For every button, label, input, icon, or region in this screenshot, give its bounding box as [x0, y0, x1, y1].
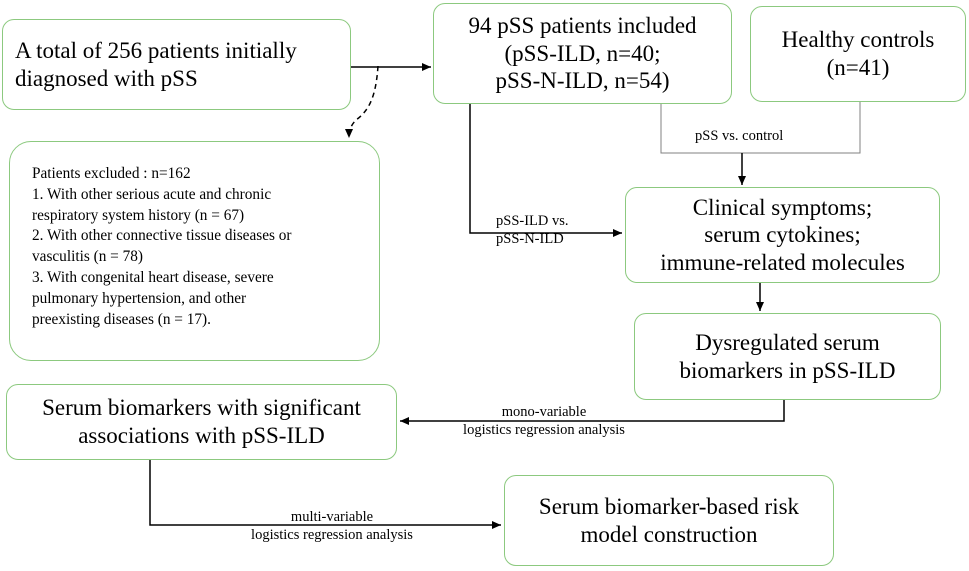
arrow-serum-to-risk	[149, 460, 501, 529]
box-risk-model: Serum biomarker-based risk model constru…	[504, 475, 834, 566]
box-text-line: preexisting diseases (n = 17).	[32, 310, 211, 328]
box-dysregulated-biomarkers: Dysregulated serum biomarkers in pSS-ILD	[634, 313, 941, 400]
label-mono-variable: mono-variable logistics regression analy…	[424, 403, 664, 439]
arrow-initial-to-excluded	[345, 65, 379, 139]
label-text: pSS-N-ILD	[496, 231, 564, 248]
label-text: pSS-ILD vs.	[496, 213, 569, 229]
box-text-line: pSS-N-ILD, n=54)	[495, 68, 670, 94]
bracket-pss-vs-control	[660, 102, 861, 154]
label-text: logistics regression analysis	[463, 422, 625, 439]
box-excluded-patients: Patients excluded : n=162 1. With other …	[9, 141, 380, 361]
label-text: mono-variable	[501, 404, 587, 420]
box-text-line: Dysregulated serum	[695, 329, 880, 355]
label-pss-vs-control: pSS vs. control	[695, 127, 783, 145]
label-text: multi-variable	[290, 509, 374, 525]
box-text-line: Patients excluded : n=162	[32, 165, 191, 182]
box-text-line: serum cytokines;	[704, 222, 861, 248]
box-text-line: (pSS-ILD, n=40;	[504, 40, 661, 66]
box-text-line: associations with pSS-ILD	[78, 423, 325, 448]
label-multi-variable: multi-variable logistics regression anal…	[212, 508, 452, 544]
box-text-line: 1. With other serious acute and chronic	[32, 185, 272, 203]
box-significant-biomarkers: Serum biomarkers with significant associ…	[6, 384, 397, 460]
box-clinical-symptoms: Clinical symptoms; serum cytokines; immu…	[625, 187, 940, 283]
box-text-line: Clinical symptoms;	[692, 194, 873, 220]
arrow-dysregulated-to-serum	[400, 400, 785, 425]
arrow-included-to-clinical	[469, 104, 622, 237]
box-text-line: Serum biomarkers with significant	[42, 395, 361, 421]
label-ild-vs-nild: pSS-ILD vs. pSS-N-ILD	[496, 212, 569, 248]
box-text-line: respiratory system history (n = 67)	[32, 206, 245, 224]
box-text-line: 2. With other connective tissue diseases…	[32, 227, 292, 245]
box-text-line: biomarkers in pSS-ILD	[679, 357, 896, 383]
box-healthy-controls: Healthy controls (n=41)	[750, 6, 966, 102]
box-text-line: vasculitis (n = 78)	[32, 248, 144, 266]
box-text-line: diagnosed with pSS	[15, 65, 198, 91]
box-text-line: A total of 256 patients initially	[15, 37, 297, 63]
box-text-line: model construction	[580, 521, 758, 547]
box-text-line: (n=41)	[826, 55, 890, 80]
box-text-line: Healthy controls	[781, 27, 935, 53]
label-text: logistics regression analysis	[251, 527, 413, 544]
label-text: pSS vs. control	[695, 128, 784, 144]
box-text-line: Serum biomarker-based risk	[538, 493, 800, 519]
box-text-line: pulmonary hypertension, and other	[32, 289, 247, 307]
box-text-line: 94 pSS patients included	[468, 13, 697, 39]
box-text-line: immune-related molecules	[660, 249, 905, 275]
box-text-line: 3. With congenital heart disease, severe	[32, 268, 274, 286]
box-included-patients: 94 pSS patients included (pSS-ILD, n=40;…	[433, 3, 732, 104]
box-initial-patients: A total of 256 patients initially diagno…	[2, 19, 351, 110]
